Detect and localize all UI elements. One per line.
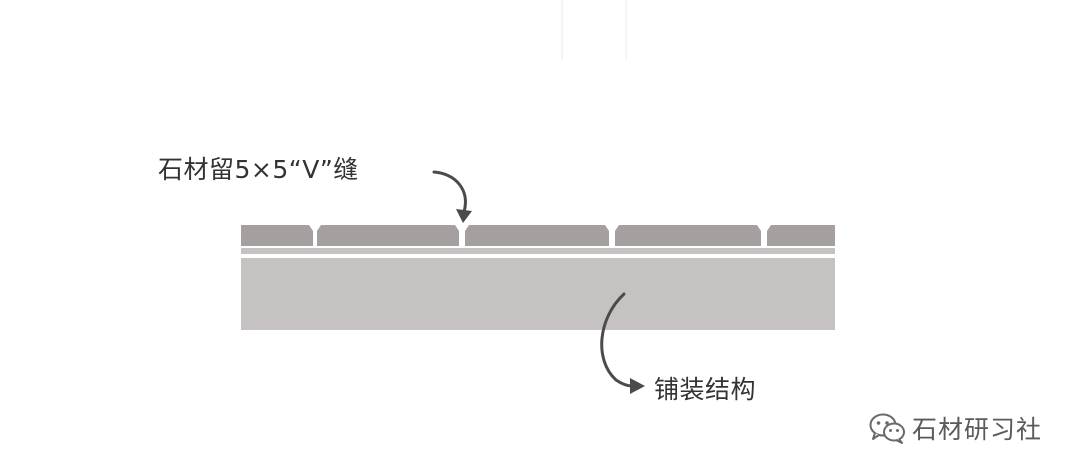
- paving-structure-label: 铺装结构: [654, 375, 757, 404]
- stone-slab: [767, 225, 835, 246]
- base-layer: [241, 258, 835, 330]
- stone-slab: [465, 225, 609, 246]
- structure-arrow: [600, 292, 645, 394]
- v-groove-arrow: [432, 170, 472, 223]
- watermark: 石材研习社: [868, 410, 1042, 446]
- watermark-text: 石材研习社: [912, 415, 1043, 444]
- stone-slabs: [241, 225, 835, 246]
- stone-slab: [241, 225, 313, 246]
- wechat-icon: [869, 413, 905, 444]
- stone-slab: [615, 225, 761, 246]
- stone-slab: [317, 225, 459, 246]
- v-groove-label: 石材留5×5“V”缝: [158, 155, 359, 184]
- bedding-layer: [241, 248, 835, 254]
